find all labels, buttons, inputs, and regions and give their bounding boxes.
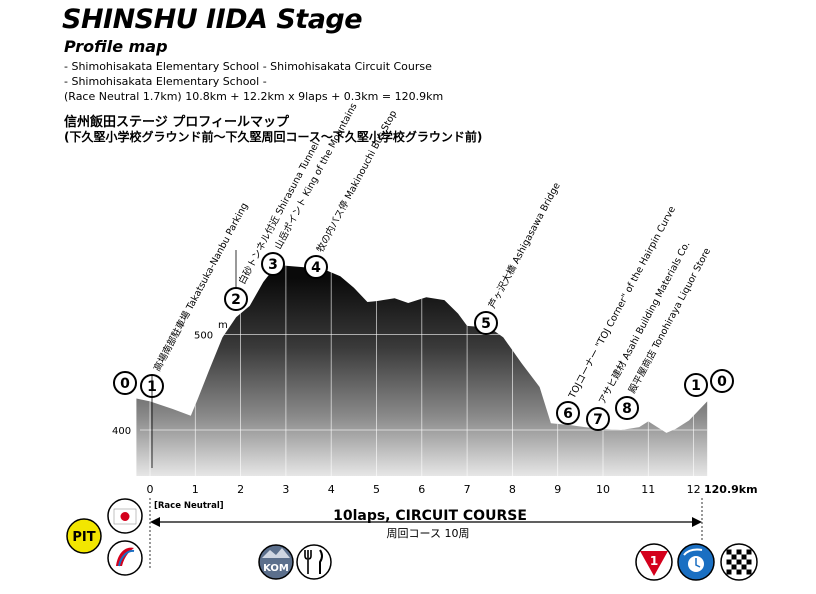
race-neutral-label: [Race Neutral] [154, 501, 224, 511]
checker-square [736, 569, 742, 575]
circuit-arrow-left [150, 517, 160, 527]
km-marker: 1 [684, 373, 708, 397]
pit-icon: PIT [66, 518, 102, 554]
km-marker: 5 芦ヶ沢大橋 Ashigasawa Bridge [474, 180, 563, 335]
marker-number: 3 [268, 257, 278, 273]
checker-square [726, 559, 732, 565]
x-tick-label: 10 [596, 483, 610, 496]
circuit-arrow-right [692, 517, 702, 527]
y-tick-label: 400 [112, 426, 131, 437]
x-tick-label: 6 [418, 483, 425, 496]
x-tick-label: 3 [282, 483, 289, 496]
x-tick-label: 1 [192, 483, 199, 496]
x-tick-label: 9 [554, 483, 561, 496]
description-line-2: - Shimohisakata Elementary School - [64, 75, 267, 88]
fork-knife-icon [296, 544, 332, 580]
kom-icon: KOM [258, 544, 294, 580]
final-km-icon: 1 [635, 543, 673, 581]
marker-circle [556, 401, 580, 425]
x-tick-label: 11 [641, 483, 655, 496]
checker-square [746, 549, 752, 555]
final-km-number: 1 [650, 554, 658, 568]
marker-number: 6 [563, 406, 573, 422]
y-tick-label: 500 [194, 331, 213, 342]
marker-label: 山岳ポイント King of the Mountains [272, 101, 360, 251]
checker-square [746, 569, 752, 575]
marker-circle [261, 252, 285, 276]
circuit-label: 10laps, CIRCUIT COURSE [333, 508, 527, 524]
checker-square [731, 554, 737, 560]
description-line-3: (Race Neutral 1.7km) 10.8km + 12.2km x 9… [64, 90, 444, 103]
page-subtitle: Profile map [64, 37, 168, 56]
km-marker: 0 [710, 369, 734, 393]
kom-text: KOM [263, 563, 289, 574]
marker-number: 4 [311, 260, 321, 276]
x-tick-label: 2 [237, 483, 244, 496]
x-tick-label: 8 [509, 483, 516, 496]
y-unit-label: m [218, 320, 228, 331]
checker-square [736, 559, 742, 565]
marker-circle [615, 396, 639, 420]
marker-circle [586, 407, 610, 431]
marker-number: 1 [691, 378, 701, 394]
checker-square [736, 549, 742, 555]
jp-title: 信州飯田ステージ プロフィールマップ [64, 115, 290, 130]
marker-number: 0 [120, 376, 130, 392]
page-title: SHINSHU IIDA Stage [62, 4, 363, 35]
marker-label: 牧の内バス停 Makinouchi Bus Stop [314, 108, 399, 254]
timing-icon [677, 543, 715, 581]
x-tick-label: 5 [373, 483, 380, 496]
pit-text: PIT [72, 530, 95, 545]
marker-circle [113, 371, 137, 395]
x-tick-label: 12 [687, 483, 701, 496]
checker-square [741, 564, 747, 570]
marker-number: 0 [717, 374, 727, 390]
x-end-label: 120.9km [704, 483, 758, 496]
circuit-label-jp: 周回コース 10周 [387, 527, 470, 540]
marker-number: 7 [593, 412, 603, 428]
jp-subtitle: (下久堅小学校グラウンド前〜下久堅周回コース〜下久堅小学校グラウンド前) [64, 130, 483, 144]
x-tick-label: 4 [328, 483, 335, 496]
feed-zone-icon [107, 540, 143, 576]
km-marker: 4 牧の内バス停 Makinouchi Bus Stop [304, 108, 399, 279]
checker-square [741, 554, 747, 560]
checker-square [746, 559, 752, 565]
description-line-1: - Shimohisakata Elementary School - Shim… [64, 60, 432, 73]
x-tick-label: 7 [464, 483, 471, 496]
marker-number: 8 [622, 401, 632, 417]
km-marker: 0 [113, 371, 137, 395]
km-marker: 3 山岳ポイント King of the Mountains [261, 101, 360, 276]
marker-circle [304, 255, 328, 279]
marker-label: 芦ヶ沢大橋 Ashigasawa Bridge [486, 180, 563, 310]
marker-number: 5 [481, 316, 491, 332]
checker-square [731, 564, 737, 570]
checkered-flag-icon [720, 543, 758, 581]
checker-square [726, 569, 732, 575]
marker-circle [684, 373, 708, 397]
japan-flag-icon [107, 498, 143, 534]
marker-number: 2 [231, 292, 241, 308]
x-tick-label: 0 [147, 483, 154, 496]
checker-square [726, 549, 732, 555]
marker-circle [474, 311, 498, 335]
marker-circle [710, 369, 734, 393]
